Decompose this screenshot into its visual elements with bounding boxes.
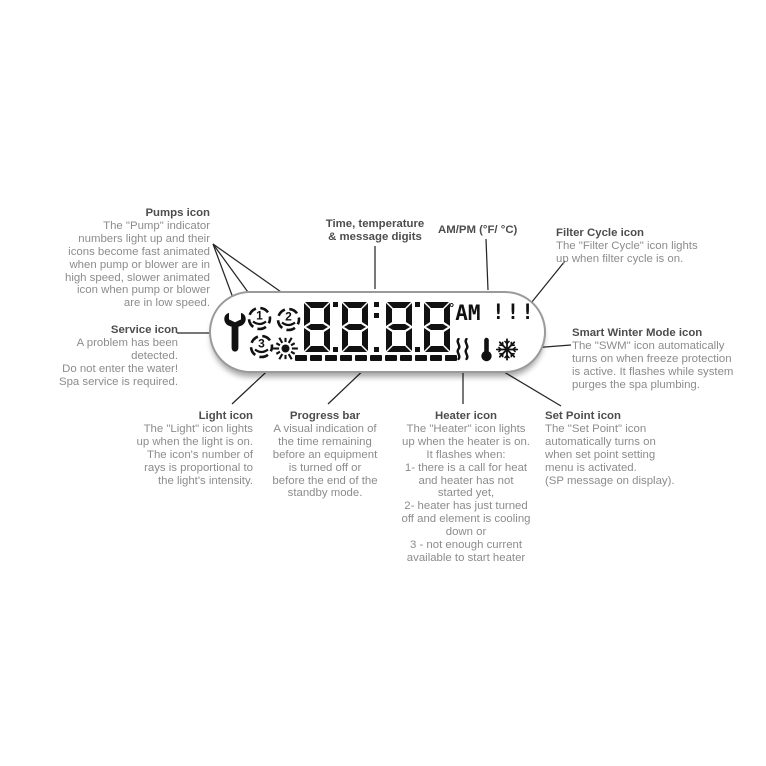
progress-dash (370, 355, 382, 361)
ampm-indicator: ° AM (449, 300, 481, 328)
callout-heater-title: Heater icon (434, 410, 498, 422)
degree-mark: ° (449, 300, 455, 315)
callout-set-point-body: The "Set Point" icon automatically turns… (545, 422, 675, 487)
set-point-thermometer-icon (479, 337, 494, 362)
progress-bar-segments (295, 355, 457, 362)
callout-smart-winter-mode: Smart Winter Mode icon The "SWM" icon au… (572, 327, 764, 392)
pump-2-icon: 2 (276, 307, 301, 332)
svg-text:1: 1 (256, 309, 263, 323)
callout-light-body: The "Light" icon lights up when the ligh… (136, 422, 253, 487)
pump-1-icon: 1 (247, 306, 272, 331)
callout-service: Service icon A problem has been detected… (27, 324, 178, 389)
callout-pumps: Pumps icon The "Pump" indicator numbers … (20, 207, 210, 310)
progress-dash (355, 355, 367, 361)
progress-dash (400, 355, 412, 361)
callout-filter-cycle-title: Filter Cycle icon (556, 227, 644, 239)
callout-set-point: Set Point icon The "Set Point" icon auto… (545, 410, 727, 487)
pump-3-icon: 3 (249, 334, 274, 359)
callout-filter-cycle: Filter Cycle icon The "Filter Cycle" ico… (556, 227, 756, 266)
svg-text:3: 3 (258, 337, 265, 351)
callout-service-title: Service icon (110, 324, 178, 336)
seven-segment-digits (304, 302, 450, 352)
svg-text:2: 2 (285, 310, 292, 324)
progress-dash (415, 355, 427, 361)
callout-heater: Heater icon The "Heater" icon lights up … (391, 410, 541, 565)
progress-dash (445, 355, 457, 361)
heater-steam-icon (454, 337, 471, 361)
callout-light-title: Light icon (198, 410, 253, 422)
progress-dash (385, 355, 397, 361)
callout-time-digits-title: Time, temperature & message digits (325, 218, 425, 243)
callout-ampm: AM/PM (°F/ °C) (438, 224, 558, 237)
service-wrench-icon (224, 313, 246, 353)
callout-smart-winter-mode-body: The "SWM" icon automatically turns on wh… (572, 339, 734, 391)
progress-dash (310, 355, 322, 361)
spa-lcd-display: 1 2 3 ° AM !!! (209, 291, 546, 373)
callout-filter-cycle-body: The "Filter Cycle" icon lights up when f… (556, 239, 698, 265)
smart-winter-mode-snowflake-icon (495, 338, 519, 361)
callout-progress-bar-title: Progress bar (289, 410, 361, 422)
ampm-text: AM (455, 301, 481, 325)
progress-dash (340, 355, 352, 361)
callout-service-body: A problem has been detected. Do not ente… (58, 336, 178, 388)
progress-dash (325, 355, 337, 361)
callout-ampm-title: AM/PM (°F/ °C) (438, 224, 518, 236)
progress-dash (295, 355, 307, 361)
light-sun-icon (272, 335, 299, 362)
callout-progress-bar-body: A visual indication of the time remainin… (272, 422, 378, 500)
callout-smart-winter-mode-title: Smart Winter Mode icon (572, 327, 703, 339)
progress-dash (430, 355, 442, 361)
callout-progress-bar: Progress bar A visual indication of the … (261, 410, 389, 500)
callout-pumps-body: The "Pump" indicator numbers light up an… (64, 219, 210, 310)
callout-pumps-title: Pumps icon (145, 207, 210, 219)
filter-cycle-icon: !!! (492, 300, 536, 324)
callout-heater-body: The "Heater" icon lights up when the hea… (401, 422, 531, 564)
callout-time-digits: Time, temperature & message digits (315, 218, 435, 244)
callout-set-point-title: Set Point icon (545, 410, 621, 422)
leader-line-ampm (485, 238, 489, 291)
callout-light: Light icon The "Light" icon lights up wh… (103, 410, 253, 487)
